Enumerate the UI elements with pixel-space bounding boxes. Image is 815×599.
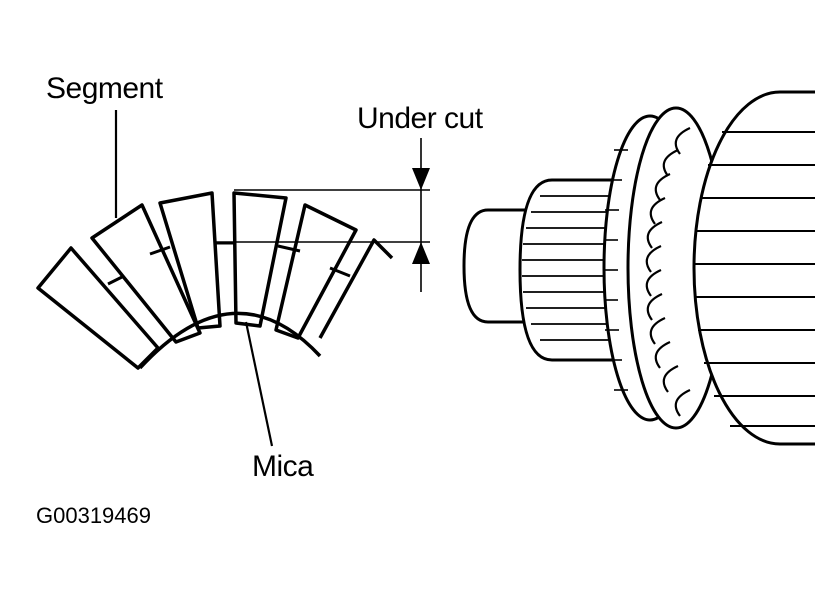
segment-3 xyxy=(158,191,222,330)
undercut-dimension xyxy=(216,138,430,292)
mica-leader xyxy=(244,321,274,447)
mica-label: Mica xyxy=(252,450,314,483)
segment-5 xyxy=(274,203,358,340)
under-cut-label: Under cut xyxy=(357,102,483,135)
segment-label: Segment xyxy=(46,72,163,105)
armature-shaft xyxy=(462,208,532,324)
commutator-bar-lines xyxy=(522,195,615,341)
armature-assembly xyxy=(462,90,815,446)
figure-code: G00319469 xyxy=(36,503,151,528)
commutator-segments xyxy=(36,191,394,370)
commutator-hub-arc xyxy=(138,311,322,370)
ring-teeth xyxy=(604,149,628,391)
segment-6-partial xyxy=(318,238,394,339)
segment-4 xyxy=(232,191,288,328)
armature-core-body xyxy=(780,92,815,444)
armature-commutator xyxy=(518,178,620,362)
mica-insulation xyxy=(107,241,351,286)
segment-2 xyxy=(90,203,202,344)
undercut-arrows xyxy=(412,168,430,264)
core-slot-lines xyxy=(694,131,815,427)
leader-lines xyxy=(114,110,274,447)
winding-coils xyxy=(645,126,691,417)
